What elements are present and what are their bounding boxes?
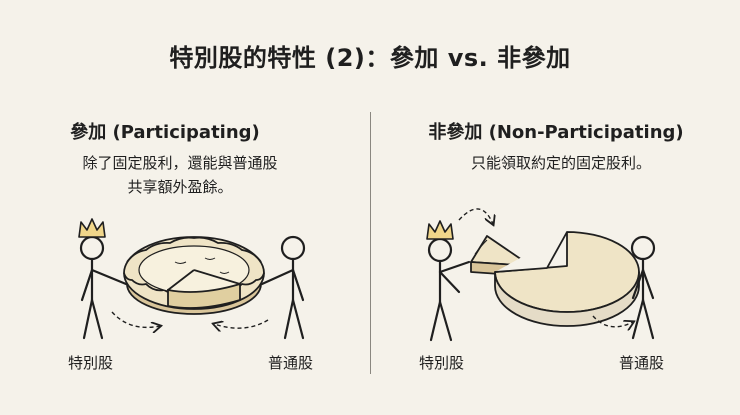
participating-illustration xyxy=(78,218,306,340)
pie-icon xyxy=(123,236,265,315)
crown-icon xyxy=(78,218,106,238)
label-common-stock: 普通股 xyxy=(619,354,665,372)
label-common-stock: 普通股 xyxy=(268,354,314,372)
non-participating-illustration xyxy=(426,208,656,342)
label-preferred-stock: 特別股 xyxy=(68,354,114,372)
common-holder-figure xyxy=(260,235,306,340)
participating-desc-line-2: 共享額外盈餘。 xyxy=(127,178,233,196)
participating-heading: 參加 (Participating) xyxy=(70,122,260,143)
common-holder-figure xyxy=(630,235,656,340)
preferred-holder-figure xyxy=(427,237,471,342)
dashed-arrow-icon xyxy=(458,208,493,224)
non-participating-heading: 非參加 (Non-Participating) xyxy=(428,122,684,143)
dashed-arrow-icon xyxy=(214,319,269,328)
crown-icon xyxy=(426,220,454,240)
pie-icon xyxy=(494,231,640,327)
dashed-arrow-icon xyxy=(592,315,633,327)
panel-non-participating: 非參加 (Non-Participating) 只能領取約定的固定股利。 xyxy=(371,0,740,415)
label-preferred-stock: 特別股 xyxy=(419,354,465,372)
page-title: 特別股的特性 (2)：參加 vs. 非參加 xyxy=(169,44,571,72)
panel-participating: 參加 (Participating) 除了固定股利，還能與普通股 共享額外盈餘。 xyxy=(30,122,330,372)
center-divider xyxy=(370,112,371,374)
participating-description: 除了固定股利，還能與普通股 共享額外盈餘。 xyxy=(30,151,330,199)
non-participating-desc-line-1: 只能領取約定的固定股利。 xyxy=(470,154,651,172)
preferred-holder-figure xyxy=(79,235,128,340)
dashed-arrow-icon xyxy=(111,311,160,327)
non-participating-description: 只能領取約定的固定股利。 xyxy=(411,151,711,175)
participating-desc-line-1: 除了固定股利，還能與普通股 xyxy=(82,154,278,172)
